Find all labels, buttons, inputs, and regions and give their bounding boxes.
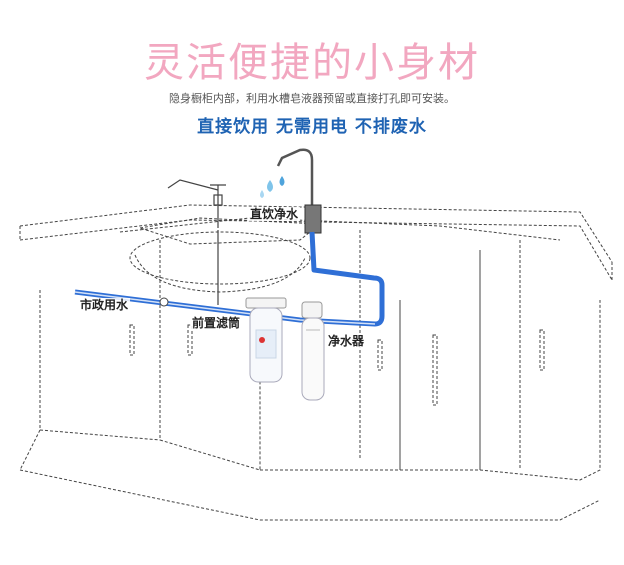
install-description: 隐身橱柜内部，利用水槽皂液器预留或直接打孔即可安装。 — [169, 92, 455, 105]
wall-valve — [159, 297, 169, 307]
countertop — [19, 204, 613, 521]
purified-faucet — [276, 148, 314, 210]
page-title: 灵活便捷的小身材 — [144, 40, 480, 86]
sink-faucet — [167, 179, 226, 305]
purifier-canister — [301, 301, 325, 401]
prefilter-canister — [245, 297, 287, 383]
label-prefilter: 前置滤筒 — [190, 316, 243, 330]
label-faucet: 直饮净水 — [248, 207, 301, 221]
label-purifier: 净水器 — [326, 334, 367, 348]
feature-tagline: 直接饮用 无需用电 不排废水 — [197, 117, 427, 137]
label-municipal-water: 市政用水 — [78, 298, 131, 312]
water-drop-icon — [267, 180, 273, 192]
water-drop-icon — [279, 176, 285, 186]
faucet-base — [304, 204, 322, 234]
water-drop-icon — [260, 190, 264, 198]
water-pipe — [74, 231, 385, 327]
